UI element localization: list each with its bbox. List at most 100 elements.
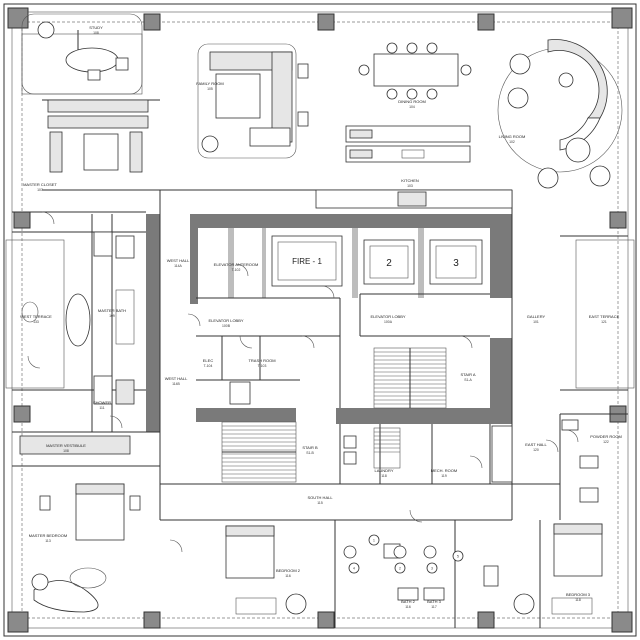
room-name: LAUNDRY [374, 468, 393, 473]
column [7, 611, 29, 633]
room-name: MECH. ROOM [431, 468, 457, 473]
room-name: TRASH ROOM [248, 358, 275, 363]
room-number: 122 [603, 440, 609, 444]
kitchen-furniture [315, 125, 513, 209]
laundry-stair [373, 427, 401, 469]
room-number: 107 [37, 188, 43, 192]
room-name: BEDROOM 3 [566, 592, 591, 597]
room-name: SHOWER [93, 400, 111, 405]
master-bath-furniture [21, 231, 135, 405]
terrace-frames [5, 33, 635, 389]
room-number: 100A [384, 320, 393, 324]
column [317, 13, 335, 31]
room-name: FAMILY ROOM [196, 81, 223, 86]
room-name: EAST TERRACE [589, 314, 620, 319]
room-name: MASTER VESTIBULE [46, 443, 86, 448]
door-tag: 2 [399, 567, 401, 571]
room-number: 114A [174, 264, 182, 268]
column [13, 405, 31, 423]
room-name: LIVING ROOM [499, 134, 526, 139]
room-name: ELEC [203, 358, 214, 363]
room-name: STAIR B [302, 445, 318, 450]
family-room-furniture [197, 43, 309, 159]
room-name: MASTER BEDROOM [29, 533, 67, 538]
room-number: 114B [172, 382, 180, 386]
room-number: S1-B [306, 451, 314, 455]
door-tags: 1 2 3 4 5 [348, 534, 464, 574]
room-name: DINING ROOM [398, 99, 426, 104]
door-tag: 4 [353, 567, 355, 571]
room-number: 104 [409, 105, 415, 109]
room-number: 108 [93, 31, 99, 35]
room-name: MASTER BATH [98, 308, 126, 313]
room-name: POWDER ROOM [590, 434, 622, 439]
column [611, 611, 633, 633]
room-number: T-103 [258, 364, 267, 368]
room-number: 108 [63, 449, 69, 453]
room-name: WEST HALL [165, 376, 188, 381]
door-tag: 3 [431, 567, 433, 571]
living-room-furniture [497, 39, 623, 189]
exterior-wall [3, 3, 637, 637]
elevator-label: 2 [386, 258, 392, 269]
elevator-cabs [271, 235, 483, 287]
room-number: 113 [45, 539, 51, 543]
room-number: 103 [407, 184, 413, 188]
room-number: 118 [381, 474, 387, 478]
bedroom-2-furniture [225, 525, 307, 615]
room-name: WEST TERRACE [20, 314, 52, 319]
room-name: BEDROOM 2 [276, 568, 301, 573]
elevator-label: 3 [453, 258, 459, 269]
column [609, 211, 627, 229]
structural-columns [7, 7, 633, 633]
column [317, 611, 335, 629]
room-number: 109 [109, 314, 115, 318]
room-name: STUDY [89, 25, 103, 30]
master-bedroom-furniture [19, 435, 141, 613]
room-name: EAST HALL [525, 442, 547, 447]
room-number: 101 [533, 320, 539, 324]
room-number: 121 [601, 320, 607, 324]
column [13, 211, 31, 229]
room-number: T-104 [204, 364, 213, 368]
room-number: 119 [441, 474, 447, 478]
door-swings [27, 211, 579, 553]
room-number: 111 [99, 406, 104, 410]
south-baths-fixtures [343, 419, 599, 601]
stair-b [221, 421, 297, 483]
service-fixtures [229, 381, 513, 483]
bedroom-3-furniture [513, 523, 603, 615]
room-number: 120 [533, 448, 539, 452]
room-number: 102 [509, 140, 515, 144]
room-number: 116 [285, 574, 291, 578]
door-tag: 1 [373, 539, 375, 543]
door-tag: 5 [457, 555, 459, 559]
core-walls [146, 214, 512, 432]
room-name: ELEVATOR LOBBY [208, 318, 243, 323]
room-number: S1-A [464, 378, 472, 382]
room-name: ELEVATOR LOBBY [370, 314, 405, 319]
room-number: 105 [207, 87, 213, 91]
dining-furniture [358, 42, 472, 100]
column [611, 7, 633, 29]
room-number: 118 [575, 598, 581, 602]
room-name: GALLERY [527, 314, 546, 319]
room-name: ELEVATOR ANTEROOM [214, 262, 259, 267]
column [7, 7, 29, 29]
room-name: WEST HALL [167, 258, 190, 263]
room-name: BATH 2 [401, 599, 415, 604]
room-name: KITCHEN [401, 178, 419, 183]
room-number: 100B [222, 324, 231, 328]
study-furniture [21, 13, 143, 95]
room-number: 116 [405, 605, 411, 609]
master-closet-furniture [47, 99, 149, 173]
room-number: 133 [33, 320, 39, 324]
stair-a [373, 347, 447, 409]
room-name: MASTER CLOSET [23, 182, 57, 187]
room-number: T-102 [232, 268, 241, 272]
room-number: 115 [317, 501, 323, 505]
elevator-labels: FIRE - 1 2 3 [292, 257, 459, 269]
column [477, 611, 495, 629]
room-name: SOUTH HALL [307, 495, 333, 500]
